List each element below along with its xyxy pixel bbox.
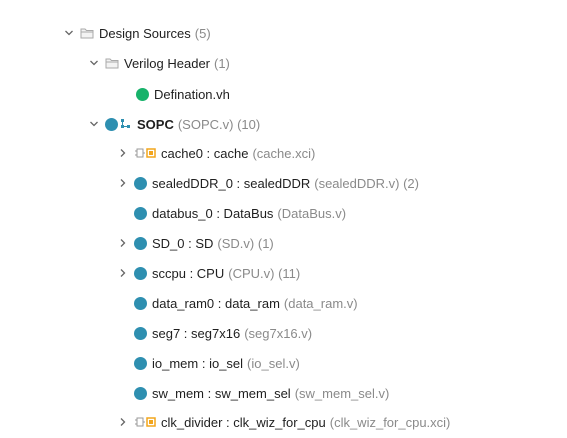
tree-node-sealedddr[interactable]: sealedDDR_0 : sealedDDR (sealedDDR.v) (2… (116, 173, 419, 193)
module-dot-icon (134, 206, 147, 220)
chevron-right-icon[interactable] (116, 173, 130, 193)
tree-node-cache0[interactable]: cache0 : cache (cache.xci) (116, 143, 315, 163)
node-label: sccpu : CPU (152, 265, 225, 281)
module-dot-icon (134, 326, 147, 340)
node-count: (1) (214, 55, 230, 71)
chevron-right-icon[interactable] (116, 233, 130, 253)
tree-node-verilog-header[interactable]: Verilog Header (1) (87, 53, 230, 73)
node-label: seg7 : seg7x16 (152, 325, 241, 341)
node-label: data_ram0 : data_ram (152, 295, 280, 311)
chevron-right-icon[interactable] (116, 143, 130, 163)
chevron-down-icon[interactable] (62, 23, 76, 43)
tree-node-sd0[interactable]: SD_0 : SD (SD.v) (1) (116, 233, 274, 253)
node-meta: (sw_mem_sel.v) (294, 385, 390, 401)
node-label: Design Sources (99, 25, 191, 41)
tree-node-sccpu[interactable]: sccpu : CPU (CPU.v) (11) (116, 263, 300, 283)
tree-node-data-ram0[interactable]: data_ram0 : data_ram (data_ram.v) (134, 293, 358, 313)
node-label: Verilog Header (124, 55, 210, 71)
node-meta: (seg7x16.v) (244, 325, 313, 341)
tree-node-design-sources[interactable]: Design Sources (5) (62, 23, 211, 43)
node-meta: (sealedDDR.v) (2) (314, 175, 419, 191)
module-dot-icon (134, 266, 147, 280)
module-dot-icon (134, 236, 147, 250)
node-label: SOPC (137, 116, 174, 132)
chevron-down-icon[interactable] (87, 114, 101, 134)
node-meta: (io_sel.v) (247, 355, 300, 371)
node-meta: (DataBus.v) (277, 205, 347, 221)
hierarchy-top-icon (105, 117, 132, 131)
node-label: cache0 : cache (161, 145, 249, 161)
node-meta: (cache.xci) (252, 145, 316, 161)
node-meta: (SD.v) (1) (217, 235, 274, 251)
chevron-down-icon[interactable] (87, 53, 101, 73)
node-label: Defination.vh (154, 86, 230, 102)
node-label: sealedDDR_0 : sealedDDR (152, 175, 311, 191)
green-dot-icon (136, 87, 149, 101)
folder-icon (105, 57, 119, 69)
tree-node-clk-divider[interactable]: clk_divider : clk_wiz_for_cpu (clk_wiz_f… (116, 412, 450, 432)
module-dot-icon (134, 296, 147, 310)
module-dot-icon (134, 176, 147, 190)
ip-core-icon (134, 416, 156, 428)
node-meta: (data_ram.v) (283, 295, 358, 311)
node-label: SD_0 : SD (152, 235, 214, 251)
node-count: (5) (194, 25, 211, 41)
tree-node-sw-mem[interactable]: sw_mem : sw_mem_sel (sw_mem_sel.v) (134, 383, 389, 403)
node-label: databus_0 : DataBus (152, 205, 274, 221)
tree-node-databus[interactable]: databus_0 : DataBus (DataBus.v) (134, 203, 346, 223)
node-meta: (clk_wiz_for_cpu.xci) (329, 414, 451, 430)
ip-core-icon (134, 147, 156, 159)
module-dot-icon (134, 386, 147, 400)
node-meta: (SOPC.v) (10) (177, 116, 261, 132)
tree-node-io-mem[interactable]: io_mem : io_sel (io_sel.v) (134, 353, 300, 373)
folder-icon (80, 27, 94, 39)
node-label: clk_divider : clk_wiz_for_cpu (161, 414, 326, 430)
tree-node-sopc[interactable]: SOPC (SOPC.v) (10) (87, 114, 260, 134)
chevron-right-icon[interactable] (116, 263, 130, 283)
module-dot-icon (134, 356, 147, 370)
tree-node-seg7[interactable]: seg7 : seg7x16 (seg7x16.v) (134, 323, 312, 343)
node-label: io_mem : io_sel (152, 355, 244, 371)
tree-node-defination-vh[interactable]: Defination.vh (136, 84, 230, 104)
chevron-right-icon[interactable] (116, 412, 130, 432)
node-meta: (CPU.v) (11) (228, 265, 301, 281)
node-label: sw_mem : sw_mem_sel (152, 385, 291, 401)
